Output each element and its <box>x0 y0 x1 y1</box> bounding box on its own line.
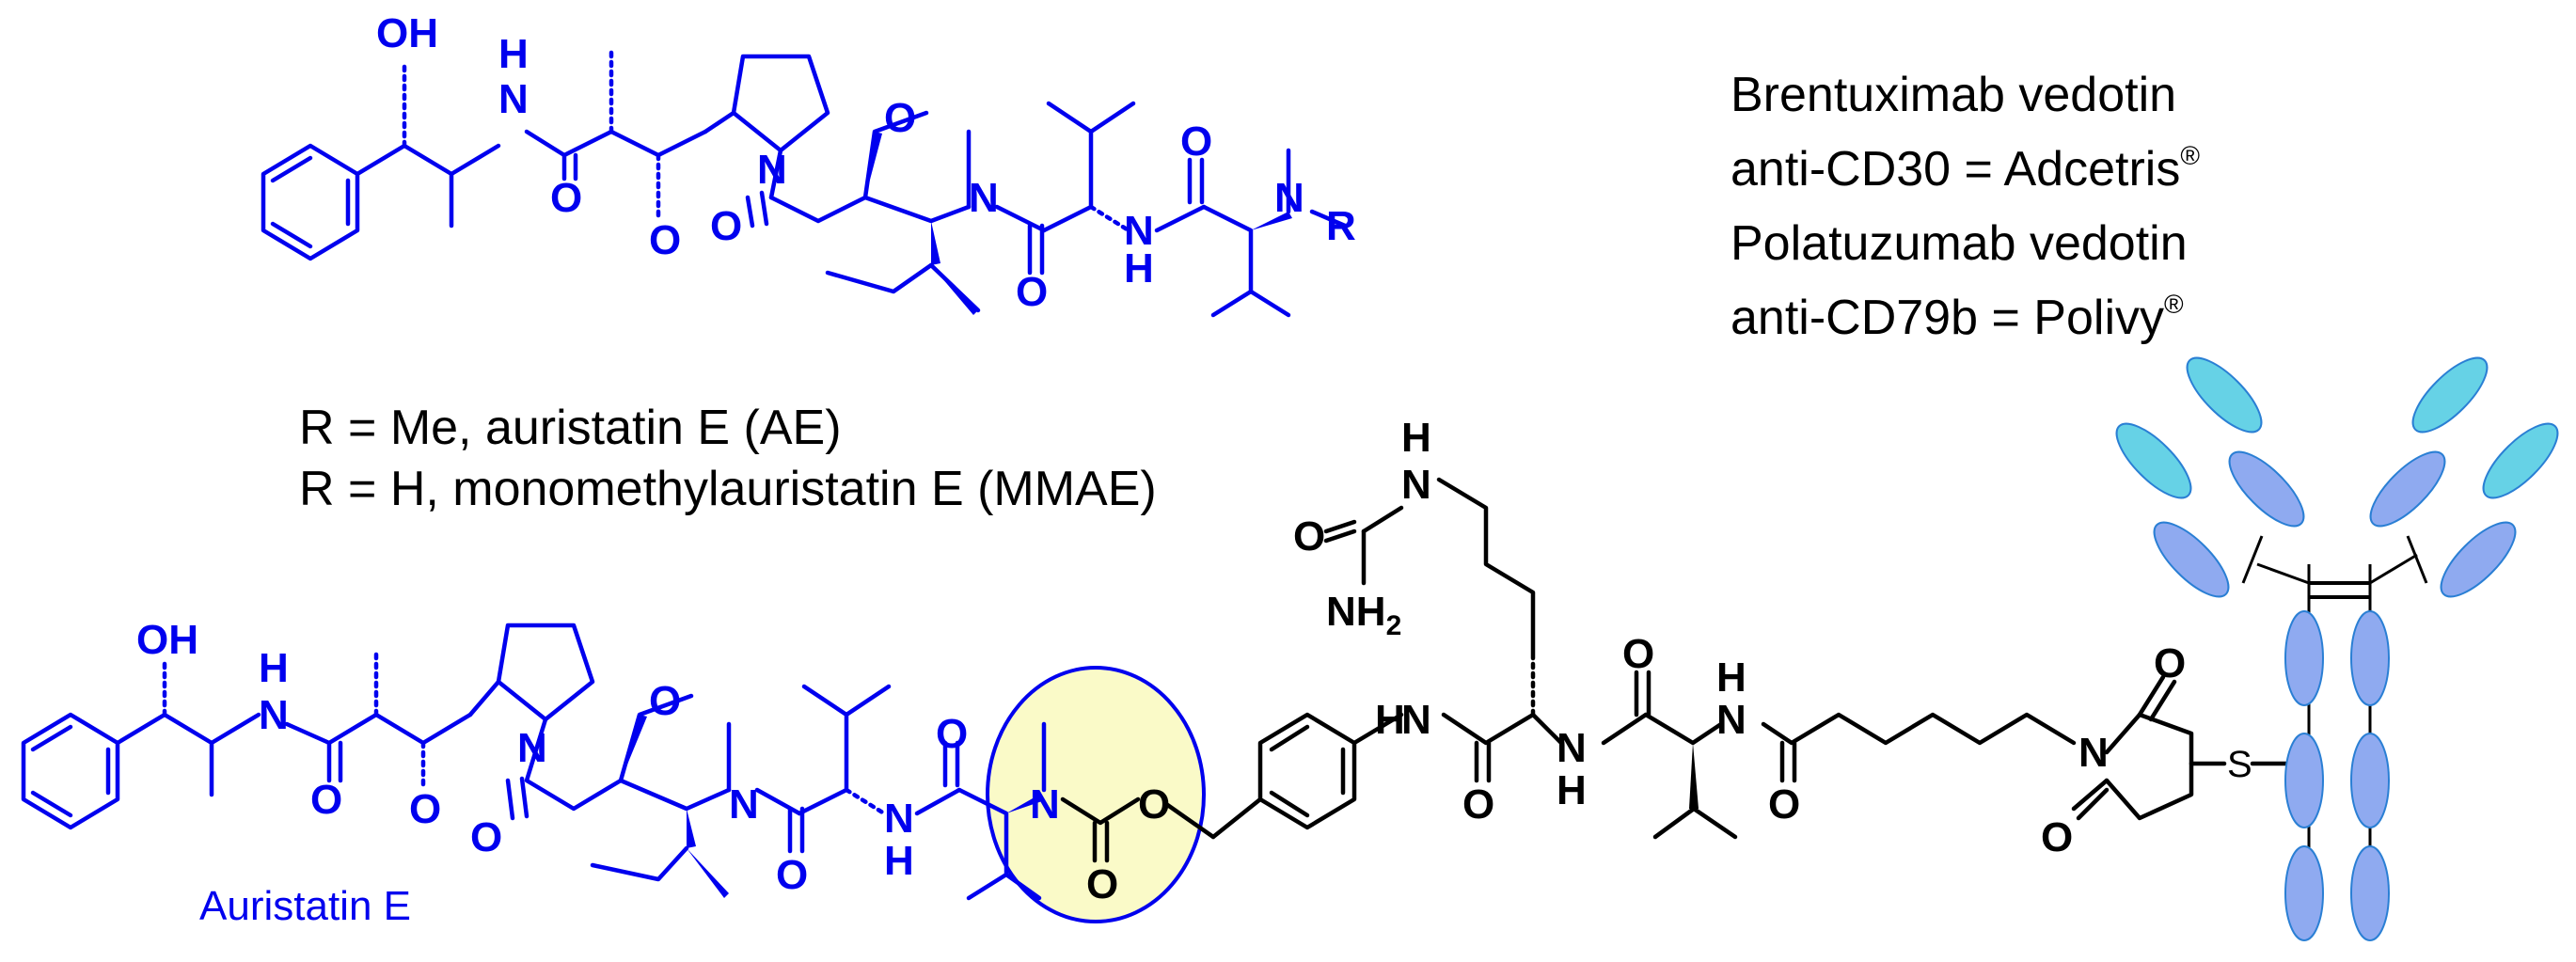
atom-o-bottom-5: O <box>776 852 808 898</box>
atom-o-top-2: O <box>649 217 681 263</box>
antibody-fc-domain <box>2284 610 2324 706</box>
atom-o-citrulline: O <box>1462 781 1494 828</box>
atom-n-top-4: N <box>1274 175 1304 221</box>
antibody-light-chain <box>2115 422 2192 499</box>
atom-n-bottom-3: N <box>884 796 914 842</box>
antibody-light-chain <box>2411 356 2489 434</box>
phenyl-ring-bottom <box>21 712 120 830</box>
atom-o-succinimide-2: O <box>2041 814 2073 860</box>
atom-o-top-3: O <box>710 203 742 249</box>
legend-adcetris: anti-CD30 = Adcetris® <box>1731 141 2200 197</box>
carbamate-highlight <box>986 666 1206 923</box>
atom-o-succinimide-1: O <box>2154 640 2186 686</box>
atom-h-urea: H <box>1401 415 1431 461</box>
succinimide-ring <box>2071 674 2307 821</box>
atom-o-bottom-4: O <box>649 678 681 724</box>
atom-n-bottom-pyrrolidine: N <box>517 725 547 771</box>
r-group-definitions: R = Me, auristatin E (AE) R = H, monomet… <box>299 401 1157 516</box>
atom-o-bottom-2: O <box>409 786 441 832</box>
antibody-light-chain <box>2482 422 2559 499</box>
antibody-heavy-chain <box>2228 450 2305 528</box>
atom-o-bottom-6: O <box>936 711 968 757</box>
atom-n-valine: N <box>1716 697 1746 743</box>
atom-oh-top: OH <box>376 10 438 56</box>
atom-n-bottom-2: N <box>729 781 759 828</box>
antibody-heavy-chain <box>2369 450 2446 528</box>
antibody-fc-domain <box>2350 845 2390 941</box>
r-group-ae: R = Me, auristatin E (AE) <box>299 401 842 455</box>
antibody-light-chain <box>2186 356 2263 434</box>
atom-o-hexanoyl: O <box>1768 781 1800 828</box>
atom-o-top-5: O <box>1016 269 1048 315</box>
atom-n-bottom-4: N <box>1030 781 1060 828</box>
atom-oh-bottom: OH <box>136 617 198 663</box>
atom-o-top-1: O <box>550 175 582 221</box>
atom-h-top-2: H <box>1124 245 1154 292</box>
atom-n-bottom-1: N <box>259 692 289 738</box>
antibody-fc-domain <box>2350 733 2390 828</box>
antibody-fc-domain <box>2284 845 2324 941</box>
antibody-fc-domain <box>2350 610 2390 706</box>
atom-o-carbamate-carbonyl: O <box>1086 861 1118 907</box>
r-group-mmae: R = H, monomethylauristatin E (MMAE) <box>299 462 1157 516</box>
atom-o-bottom-3: O <box>470 814 502 860</box>
atom-nh2-urea: NH2 <box>1326 589 1401 641</box>
atom-h-citrulline: H <box>1557 767 1587 813</box>
atom-h-bottom-2: H <box>884 838 914 884</box>
atom-o-urea: O <box>1293 513 1325 560</box>
atom-s-thioether: S <box>2227 744 2252 785</box>
atom-n-top-3: N <box>1124 208 1154 254</box>
legend-polatuzumab: Polatuzumab vedotin <box>1731 216 2188 271</box>
legend-brentuximab: Brentuximab vedotin <box>1731 68 2176 122</box>
atom-h-anilide: H <box>1375 697 1405 743</box>
adc-structure-bottom: OH H N O O N O O N O N H O N O O N H O N… <box>21 415 2307 929</box>
atom-n-top-pyrrolidine: N <box>757 147 787 193</box>
atom-n-succinimide: N <box>2078 730 2109 776</box>
auristatin-structure-top: OH H N O O N O O N O N H O N R <box>261 10 1356 318</box>
drug-legend: Brentuximab vedotin anti-CD30 = Adcetris… <box>1731 68 2200 345</box>
antibody-icon <box>2115 356 2559 941</box>
legend-polivy: anti-CD79b = Polivy® <box>1731 290 2184 345</box>
atom-o-valine: O <box>1622 631 1654 677</box>
antibody-heavy-chain <box>2440 521 2517 598</box>
atom-o-carbamate-ester: O <box>1138 781 1170 828</box>
atom-n-urea: N <box>1401 462 1431 508</box>
phenyl-ring-top <box>261 143 360 261</box>
atom-n-top-2: N <box>969 175 999 221</box>
atom-o-bottom-1: O <box>310 777 342 823</box>
pab-ring <box>1257 712 1357 830</box>
auristatin-e-caption: Auristatin E <box>199 883 411 929</box>
atom-h-top-1: H <box>498 31 529 77</box>
antibody-fc-domain <box>2284 733 2324 828</box>
atom-r-group: R <box>1326 203 1356 249</box>
atom-h-bottom-1: H <box>259 645 289 691</box>
atom-n-citrulline: N <box>1557 725 1587 771</box>
atom-o-top-6: O <box>1180 118 1212 165</box>
antibody-heavy-chain <box>2153 521 2230 598</box>
atom-n-anilide: N <box>1401 697 1431 743</box>
atom-n-top-1: N <box>498 76 529 122</box>
atom-o-top-4: O <box>884 95 916 141</box>
atom-h-valine: H <box>1716 654 1746 701</box>
